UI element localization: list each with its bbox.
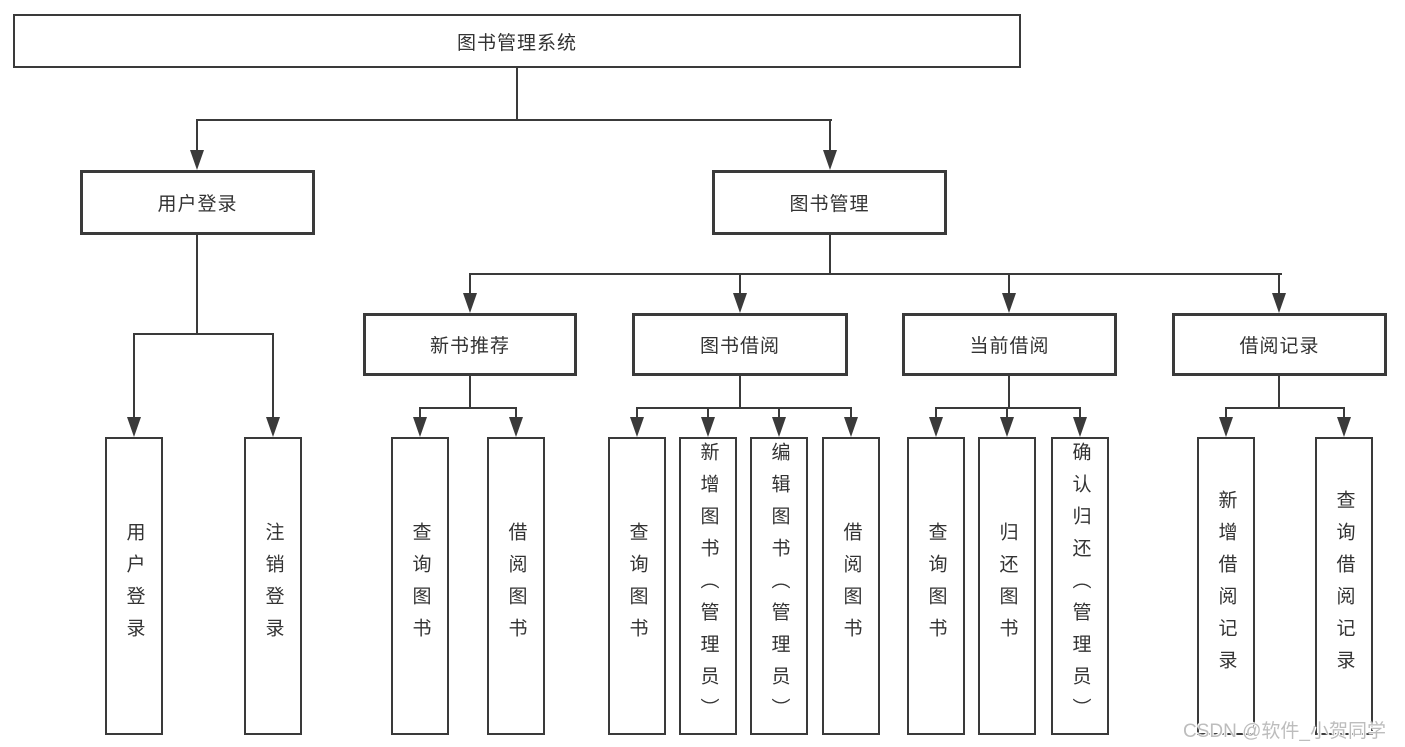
arrow-down-icon xyxy=(844,417,858,437)
connector-line xyxy=(516,66,518,121)
arrow-down-icon xyxy=(1000,417,1014,437)
connector-line xyxy=(829,234,831,275)
connector-line xyxy=(850,407,852,421)
connector-line xyxy=(196,119,832,121)
connector-line xyxy=(419,407,517,409)
leaf-label: 借阅图书 xyxy=(840,522,862,650)
leaf-label: 查询借阅记录 xyxy=(1333,490,1355,682)
arrow-down-icon xyxy=(1337,417,1351,437)
arrow-down-icon xyxy=(733,293,747,313)
node-label: 图书管理系统 xyxy=(456,32,577,54)
connector-line xyxy=(1278,273,1280,297)
connector-line xyxy=(196,234,198,335)
leaf-logout: 注销登录 xyxy=(244,437,302,735)
arrow-down-icon xyxy=(630,417,644,437)
connector-line xyxy=(469,273,471,297)
leaf-label: 借阅图书 xyxy=(505,522,527,650)
leaf-borrow-books: 借阅图书 xyxy=(822,437,880,735)
leaf-query-books-borrow: 查询图书 xyxy=(608,437,666,735)
arrow-down-icon xyxy=(1073,417,1087,437)
connector-line xyxy=(935,407,937,421)
node-user-login-branch: 用户登录 xyxy=(80,170,315,235)
connector-line xyxy=(829,119,831,153)
connector-line xyxy=(1008,374,1010,409)
connector-line xyxy=(1343,407,1345,421)
arrow-down-icon xyxy=(823,150,837,170)
connector-line xyxy=(707,407,709,421)
leaf-add-books-admin: 新增图书（管理员） xyxy=(679,437,737,735)
connector-line xyxy=(739,273,741,297)
csdn-watermark: CSDN @软件_小贺同学 xyxy=(1183,721,1386,742)
node-library-system-root: 图书管理系统 xyxy=(13,14,1021,68)
node-new-book-recommend: 新书推荐 xyxy=(363,313,577,376)
arrow-down-icon xyxy=(772,417,786,437)
node-label: 图书借阅 xyxy=(699,336,780,357)
connector-line xyxy=(469,374,471,409)
leaf-edit-books-admin: 编辑图书（管理员） xyxy=(750,437,808,735)
connector-line xyxy=(636,407,852,409)
arrow-down-icon xyxy=(929,417,943,437)
node-label: 借阅记录 xyxy=(1239,336,1320,357)
node-label: 新书推荐 xyxy=(429,336,510,357)
connector-line xyxy=(1006,407,1008,421)
leaf-label: 查询图书 xyxy=(925,522,947,650)
leaf-query-books-recommend: 查询图书 xyxy=(391,437,449,735)
leaf-label: 查询图书 xyxy=(626,522,648,650)
arrow-down-icon xyxy=(463,293,477,313)
leaf-query-borrow-record: 查询借阅记录 xyxy=(1315,437,1373,735)
arrow-down-icon xyxy=(1219,417,1233,437)
connector-line xyxy=(196,119,198,153)
node-borrow-records: 借阅记录 xyxy=(1172,313,1387,376)
leaf-label: 编辑图书（管理员） xyxy=(768,442,790,730)
connector-line xyxy=(778,407,780,421)
arrow-down-icon xyxy=(701,417,715,437)
leaf-label: 新增借阅记录 xyxy=(1215,490,1237,682)
leaf-label: 注销登录 xyxy=(262,522,284,650)
leaf-return-books: 归还图书 xyxy=(978,437,1036,735)
leaf-label: 用户登录 xyxy=(123,522,145,650)
connector-line xyxy=(636,407,638,421)
connector-line xyxy=(469,273,1282,275)
connector-line xyxy=(1008,273,1010,297)
leaf-query-books-current: 查询图书 xyxy=(907,437,965,735)
node-label: 用户登录 xyxy=(157,194,238,215)
connector-line xyxy=(133,333,135,421)
arrow-down-icon xyxy=(1272,293,1286,313)
leaf-confirm-return-admin: 确认归还（管理员） xyxy=(1051,437,1109,735)
leaf-label: 新增图书（管理员） xyxy=(697,442,719,730)
node-book-management-branch: 图书管理 xyxy=(712,170,947,235)
arrow-down-icon xyxy=(190,150,204,170)
node-current-borrow: 当前借阅 xyxy=(902,313,1117,376)
node-book-borrow: 图书借阅 xyxy=(632,313,848,376)
leaf-label: 归还图书 xyxy=(996,522,1018,650)
leaf-label: 确认归还（管理员） xyxy=(1069,442,1091,730)
arrow-down-icon xyxy=(413,417,427,437)
arrow-down-icon xyxy=(127,417,141,437)
connector-line xyxy=(419,407,421,421)
leaf-add-borrow-record: 新增借阅记录 xyxy=(1197,437,1255,735)
leaf-user-login: 用户登录 xyxy=(105,437,163,735)
arrow-down-icon xyxy=(509,417,523,437)
connector-line xyxy=(133,333,274,335)
arrow-down-icon xyxy=(1002,293,1016,313)
arrow-down-icon xyxy=(266,417,280,437)
connector-line xyxy=(1225,407,1345,409)
node-label: 当前借阅 xyxy=(969,336,1050,357)
leaf-label: 查询图书 xyxy=(409,522,431,650)
connector-line xyxy=(1079,407,1081,421)
connector-line xyxy=(515,407,517,421)
connector-line xyxy=(1278,374,1280,409)
connector-line xyxy=(1225,407,1227,421)
node-label: 图书管理 xyxy=(789,194,870,215)
connector-line xyxy=(272,333,274,421)
connector-line xyxy=(935,407,1081,409)
leaf-borrow-books-recommend: 借阅图书 xyxy=(487,437,545,735)
connector-line xyxy=(739,374,741,409)
